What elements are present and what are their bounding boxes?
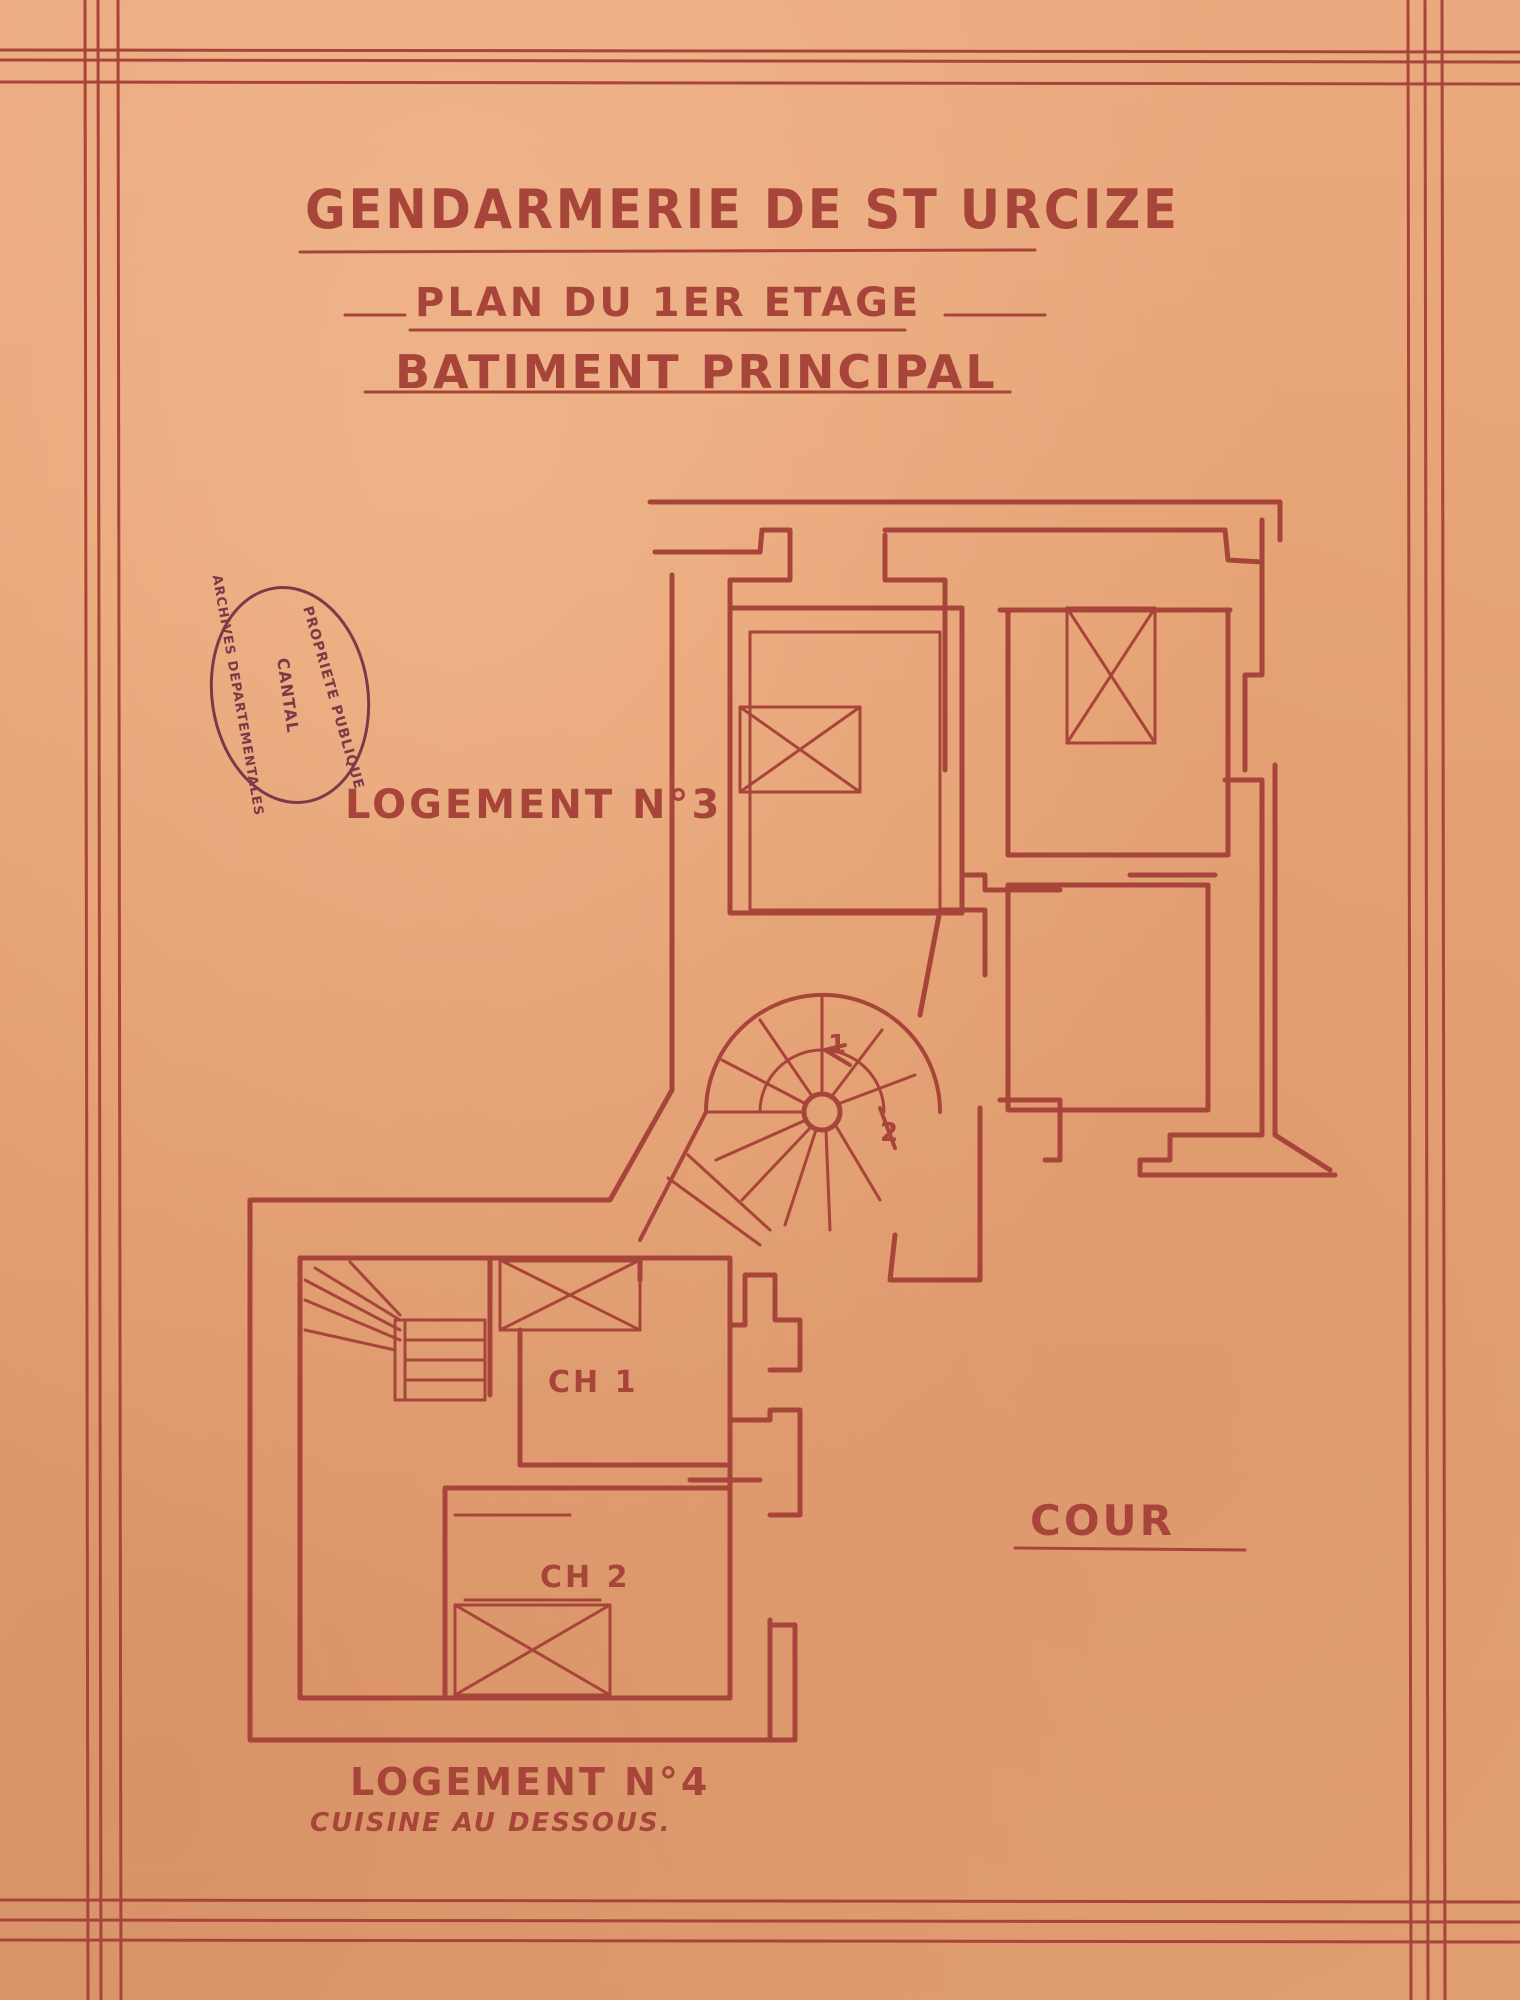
straight-staircase <box>303 1260 487 1402</box>
stair-mark-1: 1 <box>828 1030 850 1060</box>
building-name: BATIMENT PRINCIPAL <box>395 345 998 399</box>
courtyard-label: COUR <box>1030 1496 1175 1545</box>
logement-3-label: LOGEMENT N°3 <box>345 782 723 828</box>
spiral-staircase <box>638 993 942 1247</box>
outer-walls <box>247 499 1333 1743</box>
room-ch1-label: CH 1 <box>548 1365 639 1400</box>
logement-4-note: CUISINE AU DESSOUS. <box>310 1808 672 1838</box>
title-underlines <box>298 248 1247 1552</box>
logement-3-rooms <box>727 532 1338 1283</box>
room-ch2-label: CH 2 <box>540 1560 631 1595</box>
stair-mark-2: 2 <box>880 1118 902 1148</box>
drawing-subtitle: PLAN DU 1ER ETAGE <box>415 280 922 326</box>
drawing-title: GENDARMERIE DE ST URCIZE <box>305 178 1180 241</box>
logement-4-rooms <box>297 1255 803 1743</box>
logement-4-label: LOGEMENT N°4 <box>350 1760 711 1804</box>
window-crosses-logement-3 <box>738 606 1157 794</box>
archive-stamp <box>209 586 371 804</box>
